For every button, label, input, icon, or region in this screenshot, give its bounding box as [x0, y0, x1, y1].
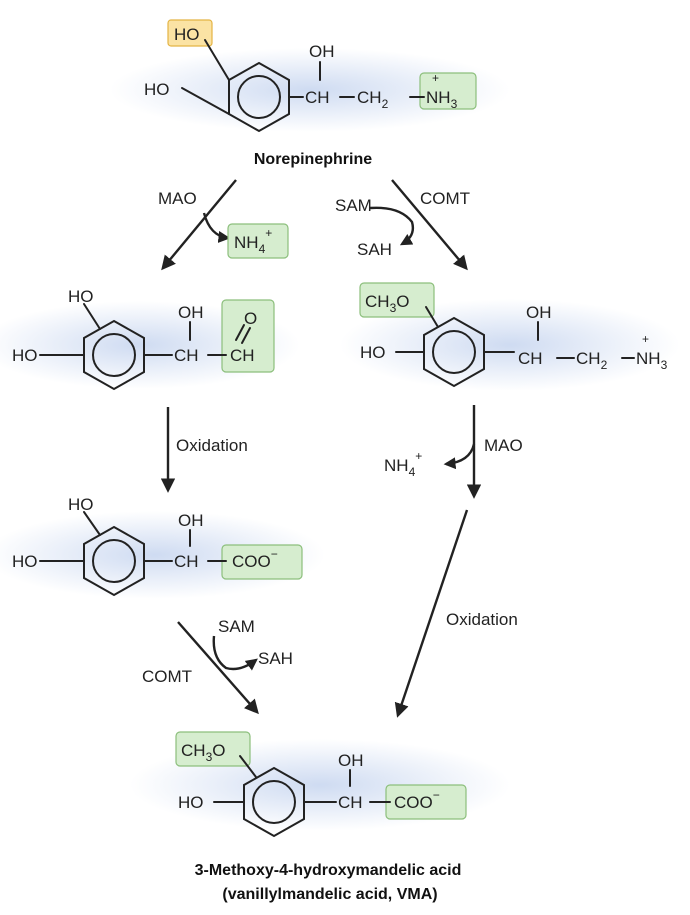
mao-reaction-right: MAO NH4+ — [384, 405, 523, 499]
chain-ch: CH — [174, 346, 199, 365]
norepinephrine-structure: HO HO OH CH CH2 NH3 + Norepinephrine — [110, 19, 510, 168]
hydroxyl-label: HO — [12, 346, 38, 365]
bond — [204, 39, 230, 81]
methoxy-highlight — [175, 731, 251, 767]
chain-ch: CH — [174, 552, 199, 571]
ammonium-highlight — [227, 223, 289, 259]
bond — [239, 755, 257, 778]
ring-aromatic-circle — [237, 75, 281, 119]
cosubstrate-label: SAM — [218, 617, 255, 636]
enzyme-label: MAO — [158, 189, 197, 208]
ammonium-product: NH4+ — [234, 226, 272, 256]
comt-reaction-right: SAM COMT SAH — [335, 179, 470, 271]
hydroxyl-label: OH — [526, 303, 552, 322]
aldehyde-highlight — [221, 299, 275, 373]
bond — [83, 303, 101, 330]
amine-highlight — [419, 72, 477, 110]
compound-name: Norepinephrine — [254, 151, 372, 168]
acid-structure: HO HO OH CH COO− — [0, 495, 325, 599]
hydroxyl-label: OH — [178, 303, 204, 322]
ring-aromatic-circle — [92, 539, 136, 583]
methoxy-group: CH3O — [365, 292, 409, 315]
hydroxyl-label: HO — [68, 287, 94, 306]
ring-hexagon — [83, 525, 145, 597]
double-bond — [235, 324, 245, 341]
compound-name-subtitle: (vanillylmandelic acid, VMA) — [222, 886, 437, 903]
hydroxyl-label: HO — [360, 343, 386, 362]
amine-group: NH3 — [636, 349, 668, 372]
cosubstrate-label: SAM — [335, 196, 372, 215]
hydroxyl-label: OH — [309, 42, 335, 61]
hydroxyl-label: HO — [178, 793, 204, 812]
hydroxyl-label: HO — [174, 25, 200, 44]
ammonium-product: NH4+ — [384, 449, 422, 479]
hydroxyl-label: HO — [12, 552, 38, 571]
ring-aromatic-circle — [432, 330, 476, 374]
cosubstrate-arrow — [369, 206, 415, 246]
coproduct-label: SAH — [357, 240, 392, 259]
chain-ch: CH — [305, 88, 330, 107]
ring-aromatic-circle — [92, 333, 136, 377]
ring-aromatic-circle — [252, 780, 296, 824]
enzyme-label: COMT — [142, 667, 192, 686]
chain-ch2: CH2 — [576, 349, 608, 372]
benzene-ring — [83, 319, 145, 391]
double-bond — [241, 327, 251, 344]
reaction-arrow — [177, 621, 259, 715]
vma-structure: CH3O HO OH CH COO− 3-Methoxy-4-hydroxyma… — [130, 731, 510, 903]
reaction-arrow — [161, 179, 237, 271]
methoxy-amine-structure: CH3O HO OH CH CH2 NH3 + — [340, 282, 680, 391]
bond — [83, 511, 101, 536]
amine-group: NH3 — [426, 88, 458, 111]
hydroxyl-label: HO — [144, 80, 170, 99]
reaction-arrow — [394, 509, 469, 718]
carboxylate-group: COO− — [232, 547, 278, 571]
bond — [181, 87, 230, 115]
ring-hexagon — [83, 319, 145, 391]
aldehyde-structure: HO HO OH CH O CH — [0, 287, 300, 391]
chain-ch2: CH2 — [357, 88, 389, 111]
benzene-ring — [243, 766, 305, 838]
reaction-label: Oxidation — [446, 610, 518, 629]
hydroxyl-label: OH — [178, 511, 204, 530]
chain-ch: CH — [518, 349, 543, 368]
enzyme-label: COMT — [420, 189, 470, 208]
hydroxyl-label: HO — [68, 495, 94, 514]
benzene-ring — [423, 316, 485, 388]
hydroxyl-label: OH — [338, 751, 364, 770]
side-product-arrow — [443, 443, 476, 470]
cosubstrate-arrow — [212, 635, 258, 671]
chain-ch: CH — [338, 793, 363, 812]
ring-hexagon — [423, 316, 485, 388]
carbonyl-oxygen: O — [244, 309, 257, 328]
ring-hexagon — [243, 766, 305, 838]
coproduct-label: SAH — [258, 649, 293, 668]
methoxy-group: CH3O — [181, 741, 225, 764]
bond — [425, 306, 439, 328]
oxidation-reaction-right: Oxidation — [394, 509, 518, 718]
benzene-ring — [83, 525, 145, 597]
mao-reaction-left: MAO NH4+ — [158, 179, 289, 271]
carboxylate-group: COO− — [394, 788, 440, 812]
compound-name: 3-Methoxy-4-hydroxymandelic acid — [195, 862, 462, 879]
glow-backdrop — [110, 48, 510, 132]
aldehyde-ch: CH — [230, 346, 255, 365]
enzyme-label: MAO — [484, 436, 523, 455]
amine-charge: + — [642, 332, 649, 346]
side-product-arrow — [202, 212, 231, 243]
methoxy-highlight — [359, 282, 435, 318]
hydroxyl-highlight — [167, 19, 213, 47]
comt-reaction-left: SAM SAH COMT — [142, 617, 293, 715]
reaction-label: Oxidation — [176, 436, 248, 455]
oxidation-reaction-left: Oxidation — [160, 407, 248, 493]
amine-charge: + — [432, 71, 439, 85]
reaction-arrow — [391, 179, 468, 271]
